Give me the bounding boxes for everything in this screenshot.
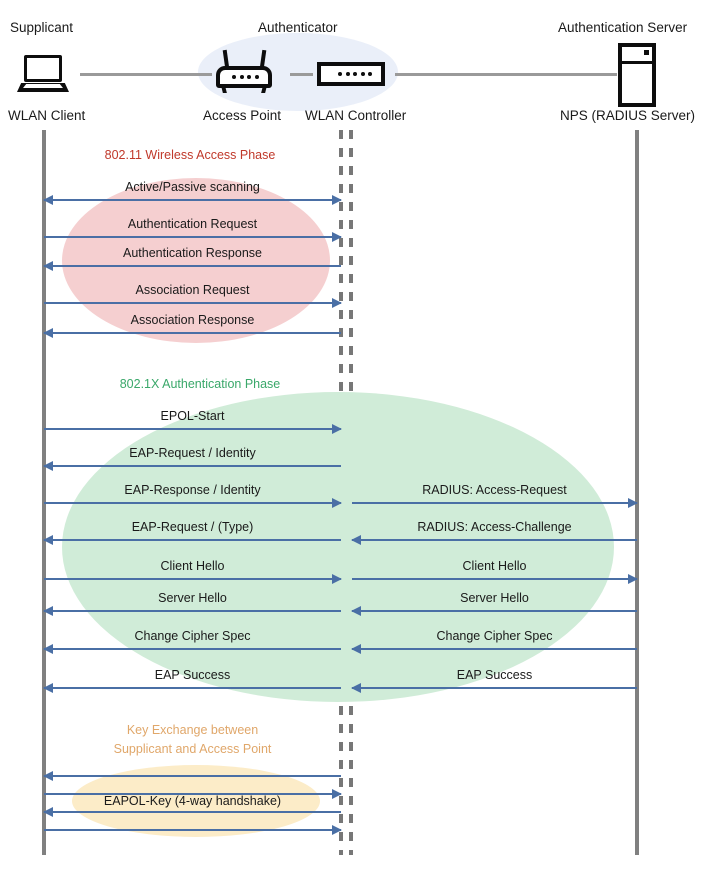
arrowhead-right-icon [332,825,342,835]
laptop-icon [17,55,69,95]
actor-name-wlan-client: WLAN Client [8,108,86,123]
server-icon [618,43,656,107]
phase-3-ellipse [72,765,320,837]
connector-client-ap [80,73,212,76]
lifeline-supplicant [42,130,46,855]
lifeline-authentication-server [635,130,639,855]
arrowhead-left-icon [43,328,53,338]
connector-ap-controller [290,73,313,76]
phase-2-ellipse [62,392,614,702]
arrowhead-left-icon [43,261,53,271]
actor-role-authenticator: Authenticator [258,20,338,35]
connector-controller-server [395,73,617,76]
message-label: Association Request [135,283,250,297]
arrowhead-left-icon [43,606,53,616]
arrowhead-left-icon [43,807,53,817]
message-label: EAP-Request / (Type) [131,520,254,534]
arrowhead-left-icon [351,683,361,693]
message-label: Client Hello [160,559,225,573]
arrowhead-left-icon [43,195,53,205]
actor-name-nps-radius-server: NPS (RADIUS Server) [560,108,696,123]
actor-name-access-point: Access Point [203,108,282,123]
arrowhead-left-icon [43,771,53,781]
arrowhead-left-icon [351,535,361,545]
arrowhead-right-icon [332,789,342,799]
message-label: EPOL-Start [160,409,225,423]
arrowhead-left-icon [43,461,53,471]
access-point-icon [216,49,272,95]
wlan-controller-icon [317,62,385,86]
message-label: Authentication Response [123,246,262,260]
actor-role-supplicant: Supplicant [10,20,74,35]
message-label: Authentication Request [127,217,258,231]
message-label: EAP Success [154,668,231,682]
phase-title-2: 802.1X Authentication Phase [119,377,281,391]
arrowhead-left-icon [351,606,361,616]
arrowhead-left-icon [351,644,361,654]
message-label: EAPOL-Key (4-way handshake) [103,794,282,808]
arrowhead-right-icon [332,574,342,584]
message-label: RADIUS: Access-Request [422,483,567,497]
arrowhead-right-icon [332,232,342,242]
arrowhead-right-icon [332,195,342,205]
arrowhead-left-icon [43,683,53,693]
wlan-controller-leds [338,72,372,76]
phase-title-3: Key Exchange between Supplicant and Acce… [113,723,272,756]
arrowhead-left-icon [43,535,53,545]
message-label: Server Hello [460,591,529,605]
message-label: Server Hello [158,591,227,605]
message-label: Change Cipher Spec [436,629,553,643]
access-point-leds [232,75,259,79]
message-label: EAP-Response / Identity [124,483,261,497]
message-label: Active/Passive scanning [125,180,260,194]
message-label: Association Response [130,313,255,327]
message-label: RADIUS: Access-Challenge [417,520,572,534]
phase-1-ellipse [62,178,330,343]
message-label: Change Cipher Spec [134,629,251,643]
arrowhead-right-icon [628,574,638,584]
arrowhead-right-icon [332,498,342,508]
actor-name-wlan-controller: WLAN Controller [305,108,407,123]
phase-title-1: 802.11 Wireless Access Phase [104,148,276,162]
arrowhead-right-icon [332,298,342,308]
arrowhead-right-icon [628,498,638,508]
actor-role-authentication-server: Authentication Server [558,20,688,35]
message-label: EAP Success [456,668,533,682]
message-label: Client Hello [462,559,527,573]
message-label: EAP-Request / Identity [129,446,256,460]
arrowhead-left-icon [43,644,53,654]
arrowhead-right-icon [332,424,342,434]
